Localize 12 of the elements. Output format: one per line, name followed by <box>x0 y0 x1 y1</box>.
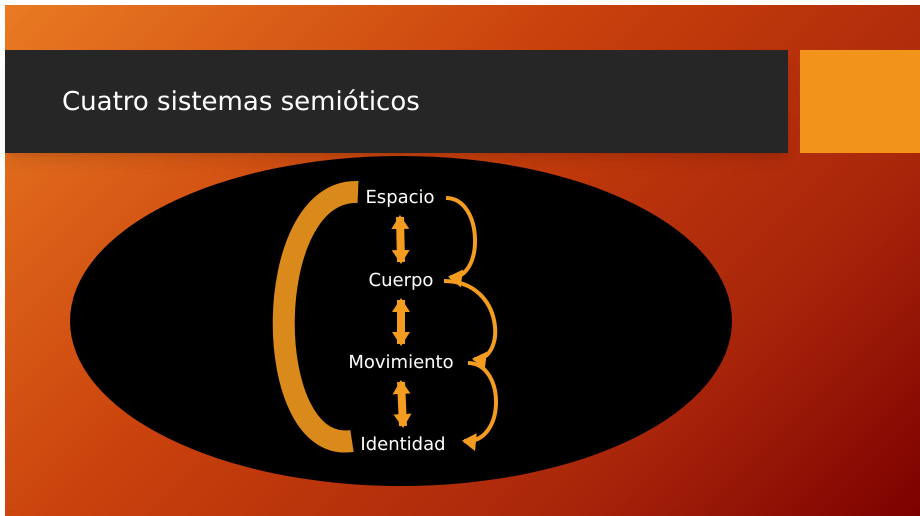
node-label: Espacio <box>365 189 435 207</box>
curved-arrow <box>462 361 498 450</box>
node-label: Identidad <box>360 436 446 454</box>
curved-band <box>272 181 360 452</box>
curved-arrow <box>444 279 498 367</box>
node-label: Movimiento <box>348 354 454 372</box>
node-label: Cuerpo <box>368 272 434 290</box>
double-arrow <box>392 298 410 346</box>
double-arrow <box>392 380 412 428</box>
title: Cuatro sistemas semióticos <box>62 88 420 114</box>
curved-arrow <box>446 196 477 285</box>
double-arrow <box>391 215 410 264</box>
